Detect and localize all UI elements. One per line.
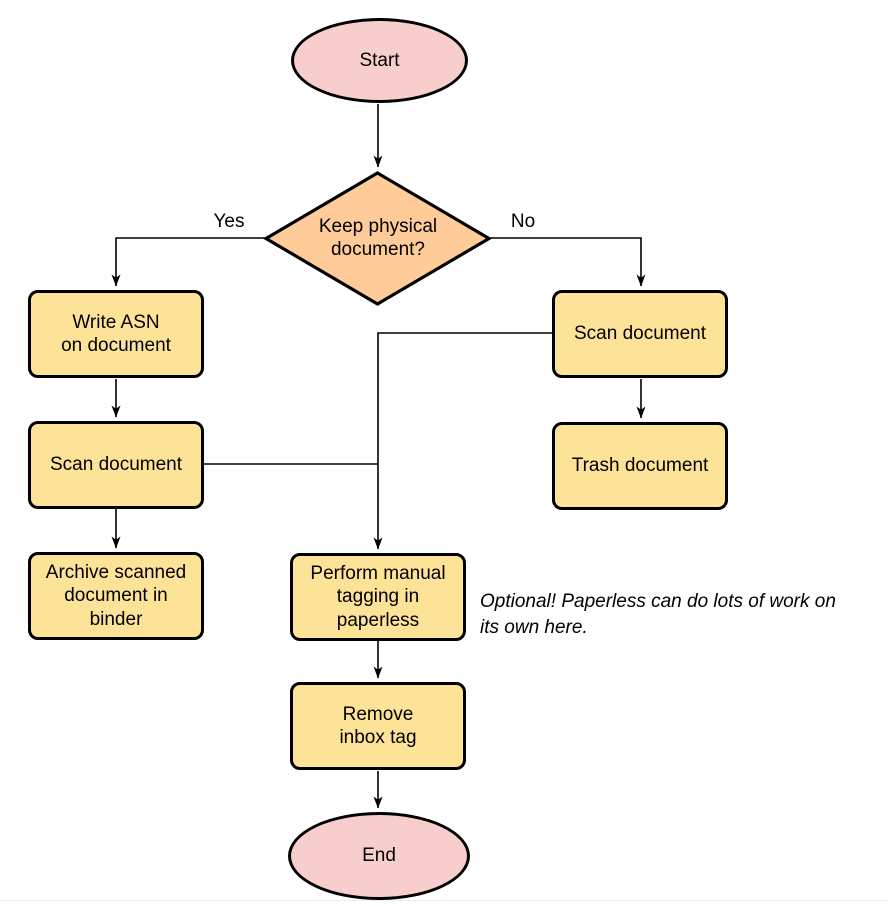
node-end: End xyxy=(288,812,470,900)
node-write-asn: Write ASN on document xyxy=(28,290,204,378)
node-remove-inbox-tag: Remove inbox tag xyxy=(290,682,466,770)
edge-label-no: No xyxy=(510,211,536,232)
optional-note-text: Optional! Paperless can do lots of work … xyxy=(480,591,836,638)
edge-scan-right-to-tagging xyxy=(373,332,552,550)
canvas-bottom-edge xyxy=(0,900,888,901)
node-trash-document: Trash document xyxy=(552,422,728,510)
edge-label-yes: Yes xyxy=(213,211,245,232)
node-scan-document-left: Scan document xyxy=(28,421,204,509)
edge-decision-to-write-asn xyxy=(111,237,265,287)
node-start: Start xyxy=(291,18,468,103)
node-decision-label: Keep physical document? xyxy=(318,215,438,260)
node-manual-tagging: Perform manual tagging in paperless xyxy=(290,553,466,641)
node-scan-document-right: Scan document xyxy=(552,290,728,378)
decision-diamond-shape xyxy=(262,171,493,306)
edge-decision-to-scan-right xyxy=(490,237,646,287)
node-archive-scanned: Archive scanned document in binder xyxy=(28,552,204,640)
